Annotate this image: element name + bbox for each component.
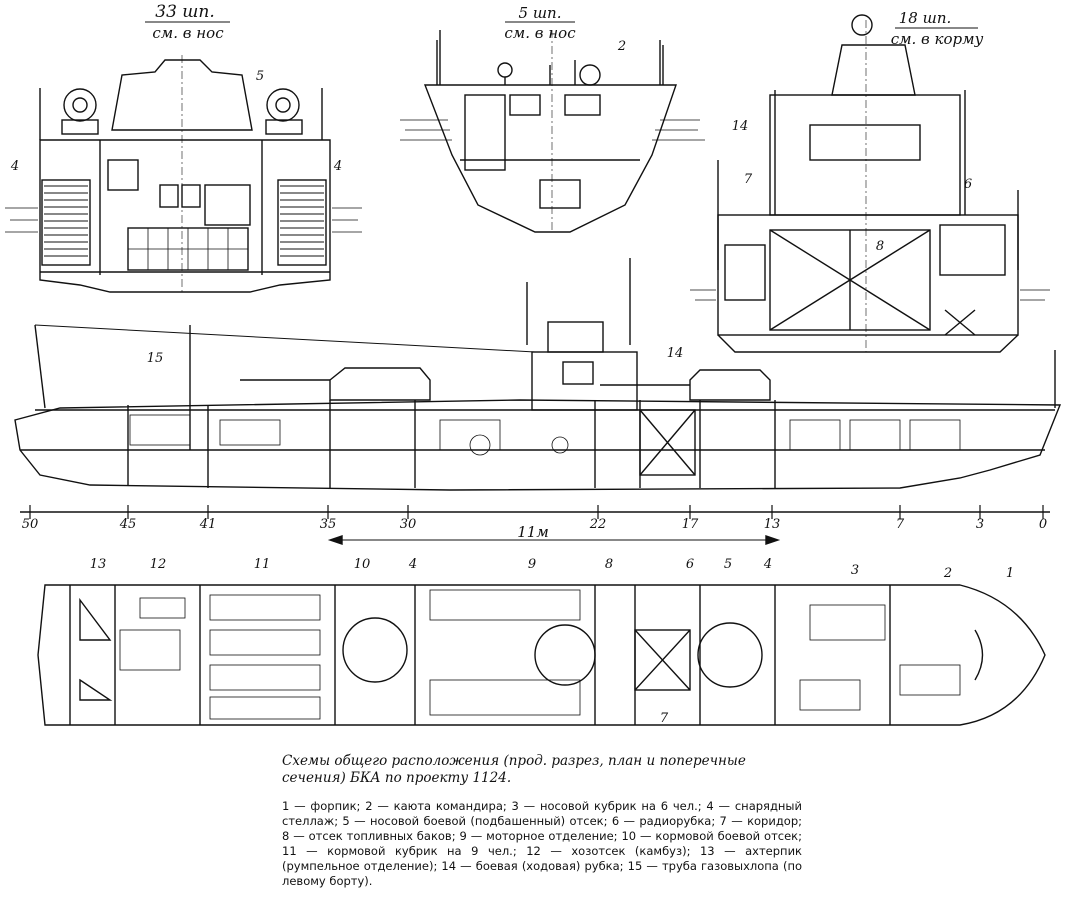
callout-plan-9: 4 (763, 557, 772, 572)
scale-label-3: 35 (320, 517, 337, 532)
scale-label-4: 30 (400, 517, 417, 532)
section33-line1: 33 шп. (155, 2, 215, 22)
callout-profile-1: 14 (667, 346, 684, 361)
callout-plan-4: 4 (408, 557, 417, 572)
scale-label-10: 0 (1039, 517, 1047, 532)
callout-s18-3: 8 (876, 239, 884, 254)
plan-view (37, 584, 1046, 726)
frame-scale (20, 505, 1050, 545)
callout-s18-1: 7 (744, 172, 753, 187)
callout-plan-5: 9 (528, 557, 536, 572)
callout-s33-2: 4 (333, 159, 342, 174)
cross-section-18 (690, 14, 1050, 353)
scale-label-5: 22 (589, 517, 607, 532)
callout-s33-0: 4 (10, 159, 19, 174)
section5-line2: см. в нос (504, 24, 576, 42)
scale-label-0: 50 (22, 517, 39, 532)
section18-line1: 18 шп. (899, 9, 952, 27)
figure-caption: Схемы общего расположения (прод. разрез,… (282, 753, 746, 786)
callout-s5-0: 2 (617, 39, 626, 54)
section33-line2: см. в нос (152, 24, 224, 42)
callout-plan-7: 6 (686, 557, 694, 572)
cross-section-33 (5, 55, 362, 293)
callout-plan-6: 8 (605, 557, 613, 572)
callout-plan-1: 12 (150, 557, 167, 572)
callout-plan-10: 3 (851, 563, 859, 578)
callout-profile-0: 15 (147, 351, 164, 366)
section18-line2: см. в корму (891, 30, 984, 48)
section5-line1: 5 шп. (519, 4, 562, 22)
callout-s18-2: 6 (964, 177, 972, 192)
scale-label-8: 7 (896, 517, 905, 532)
callout-plan-2: 11 (254, 557, 271, 572)
callout-s18-0: 14 (732, 119, 749, 134)
callout-plan-13: 7 (660, 711, 669, 726)
section-titles: 33 шп. см. в нос 5 шп. см. в нос 18 шп. … (145, 2, 984, 48)
scale-label-2: 41 (199, 517, 217, 532)
callout-plan-8: 5 (724, 557, 732, 572)
callout-plan-0: 13 (90, 557, 107, 572)
callout-s33-1: 5 (256, 69, 264, 84)
callout-plan-12: 1 (1006, 566, 1014, 581)
figure-legend: 1 — форпик; 2 — каюта командира; 3 — нос… (282, 799, 802, 888)
scale-label-6: 17 (682, 517, 699, 532)
scale-label-9: 3 (976, 517, 984, 532)
longitudinal-profile (14, 258, 1062, 491)
scale-length-label: 11м (517, 523, 549, 541)
callout-plan-11: 2 (943, 566, 952, 581)
scale-label-7: 13 (764, 517, 781, 532)
scale-label-1: 45 (119, 517, 137, 532)
cross-section-5 (400, 30, 705, 233)
callout-plan-3: 10 (354, 557, 371, 572)
